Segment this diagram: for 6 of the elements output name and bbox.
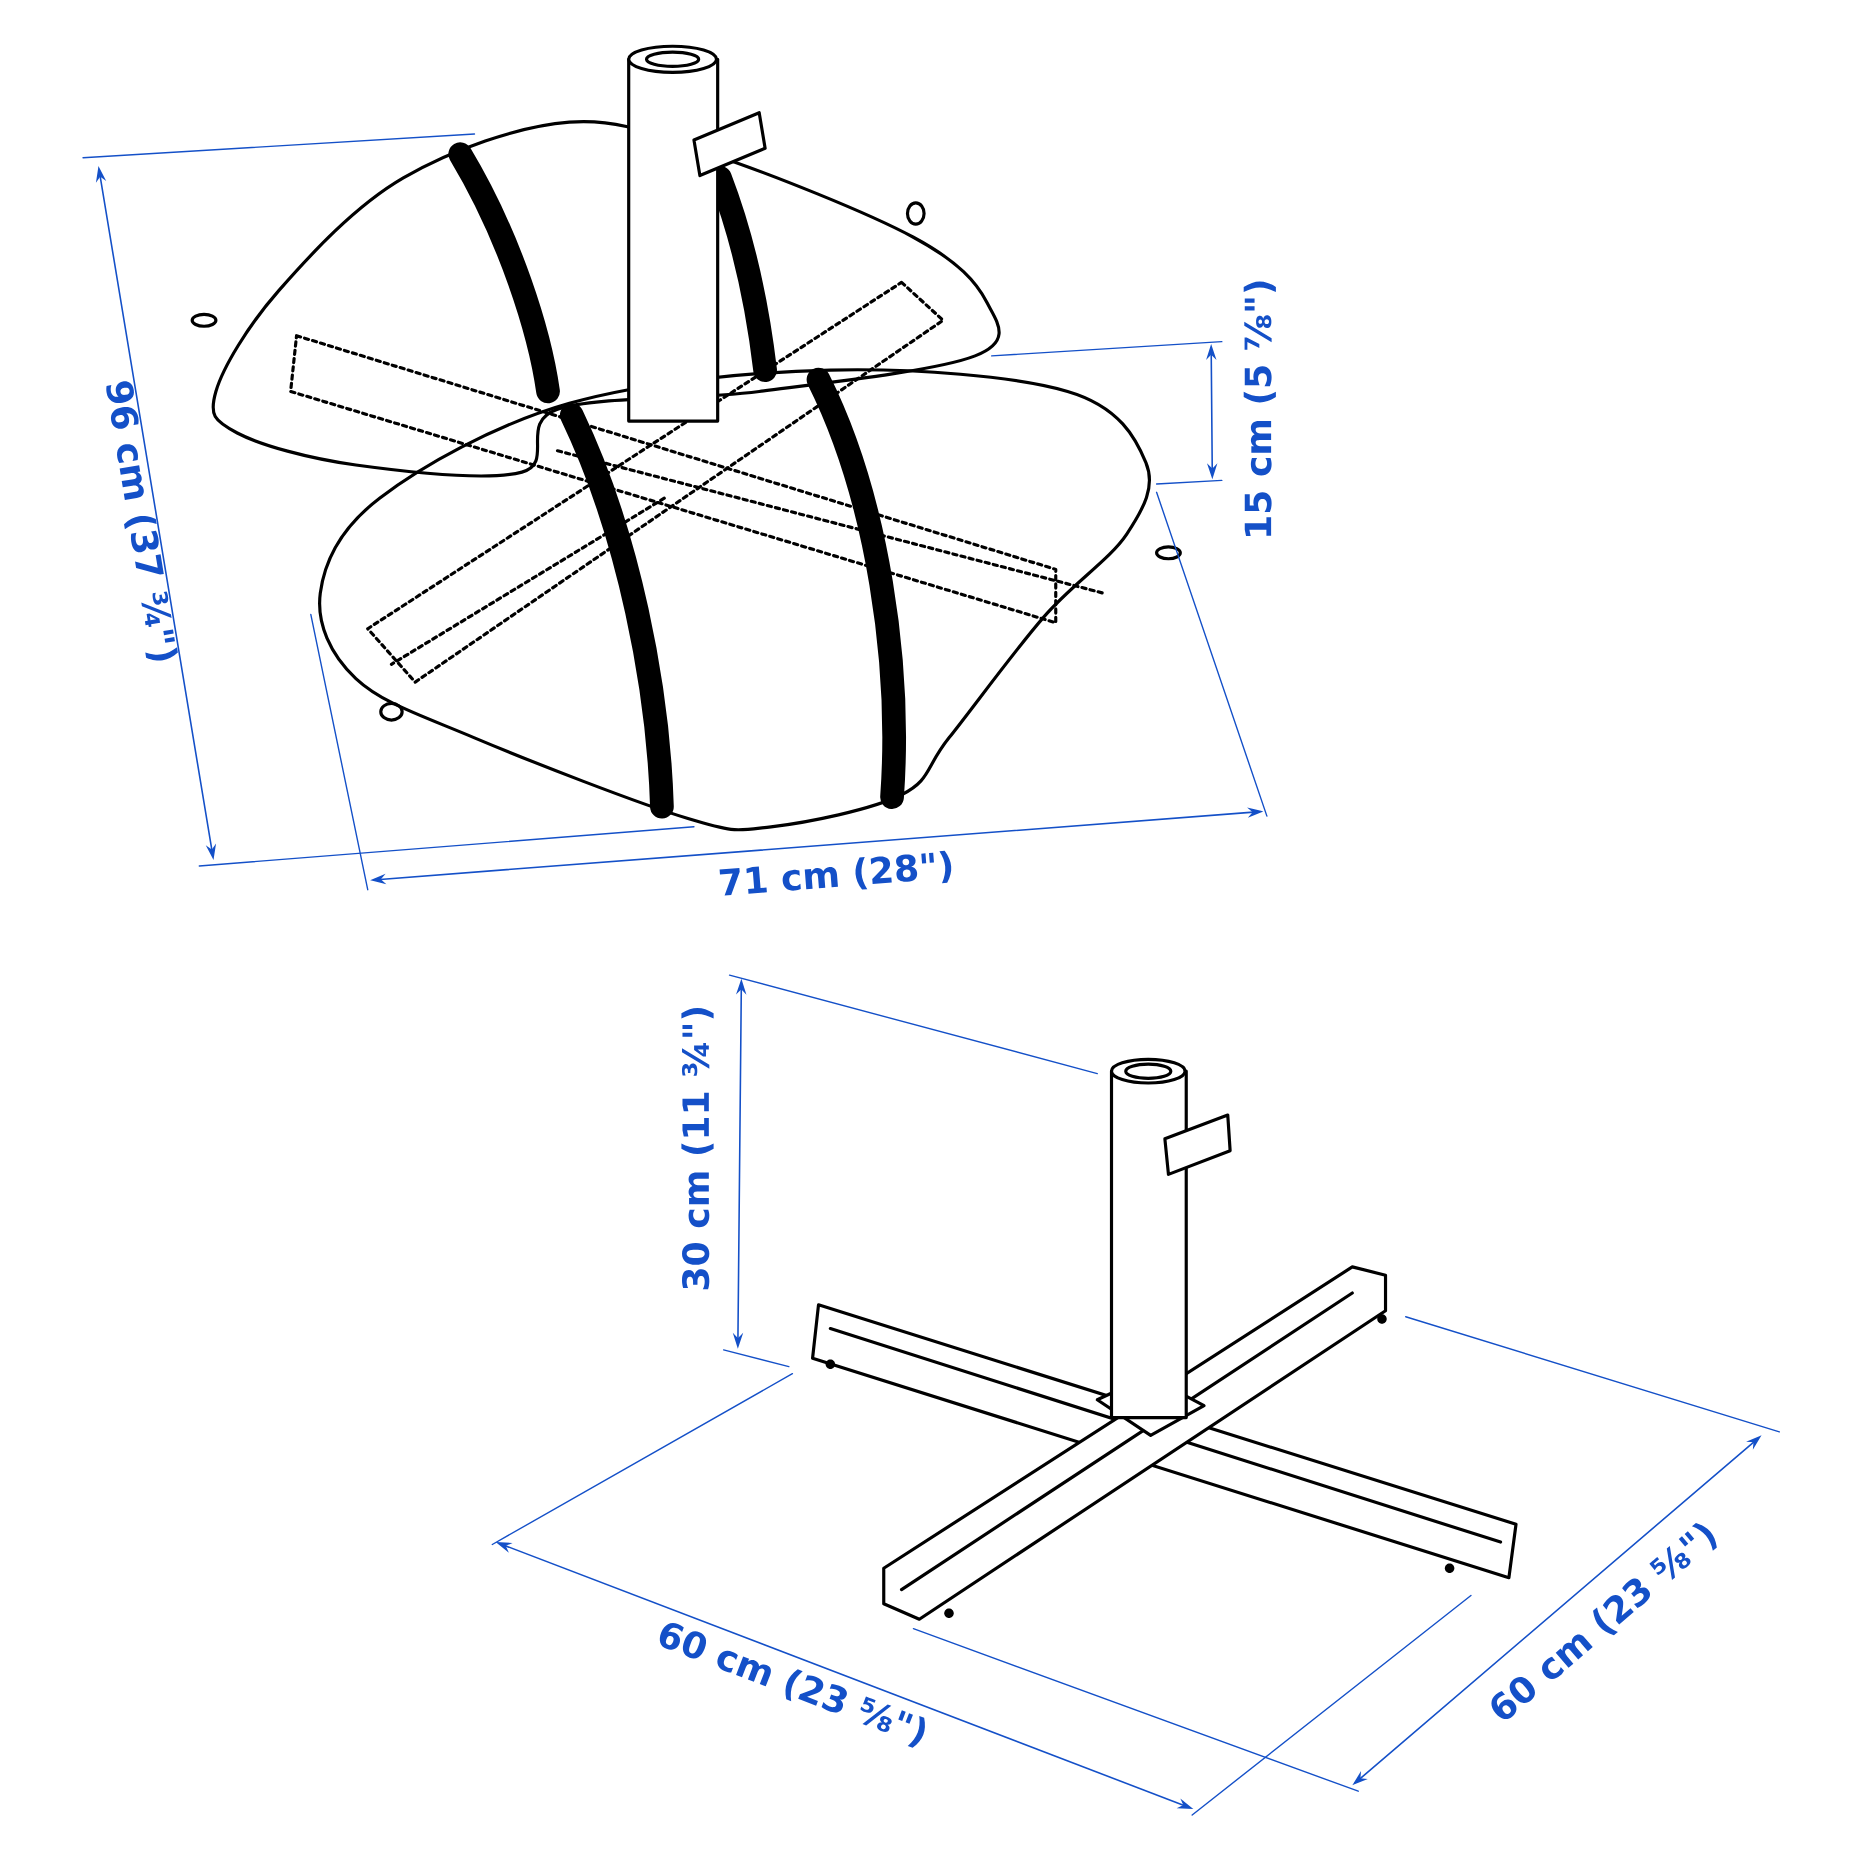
dimension-label: 60 cm (23 ⅝") (1491, 1522, 1717, 1720)
dimension-label: 15 cm (5 ⅞") (1243, 281, 1276, 536)
dimension-label: 60 cm (23 ⅝") (659, 1622, 925, 1748)
dimension-label: 96 cm (37 ¾") (106, 381, 178, 661)
dimension-label: 71 cm (28") (719, 850, 952, 896)
dimension-label: 30 cm (11 ¾") (681, 1008, 714, 1290)
